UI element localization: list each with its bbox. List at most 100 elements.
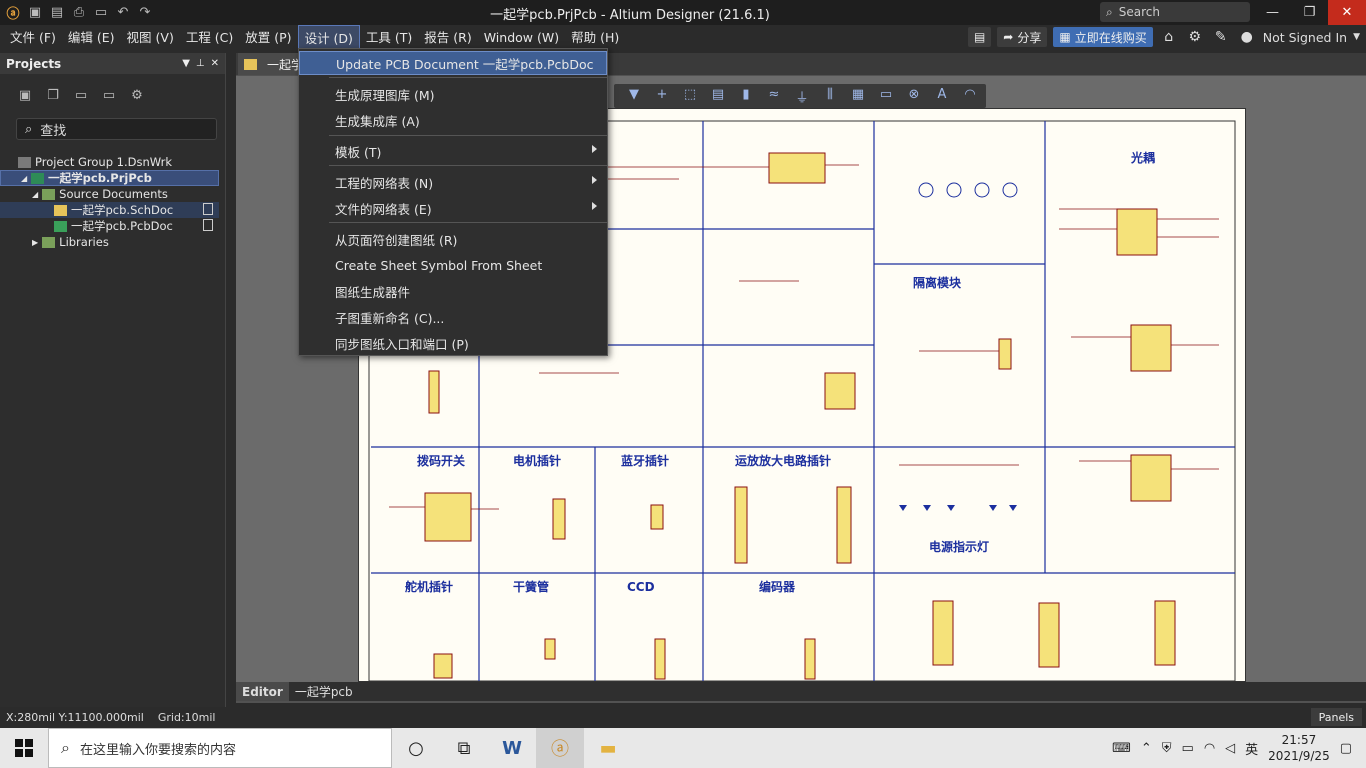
tree-item-schdoc[interactable]: 一起学pcb.SchDoc: [0, 202, 219, 218]
part-icon[interactable]: ▮: [742, 87, 750, 102]
user-status[interactable]: Not Signed In: [1262, 29, 1348, 45]
tree-label: 一起学pcb.SchDoc: [71, 203, 174, 217]
save-project-icon[interactable]: ▣: [18, 88, 32, 103]
cart-icon: ▦: [1059, 30, 1071, 44]
start-button[interactable]: [0, 728, 48, 768]
chevron-down-icon[interactable]: ▼: [1353, 32, 1360, 42]
wifi-icon[interactable]: ◠: [1203, 740, 1216, 756]
home-icon[interactable]: ⌂: [1164, 29, 1174, 45]
status-bar: X:280mil Y:11100.000mil Grid:10mil: [0, 707, 1366, 728]
keyboard-icon[interactable]: ⌨: [1112, 740, 1131, 756]
tree-item-pcbdoc[interactable]: 一起学pcb.PcbDoc: [0, 218, 219, 234]
copy-icon[interactable]: ❐: [47, 88, 59, 103]
menu-item-8[interactable]: Window (W): [483, 30, 560, 45]
comment-icon: ▤: [973, 30, 986, 44]
file-explorer-icon[interactable]: ▬: [599, 737, 617, 759]
user-icon[interactable]: ●: [1240, 29, 1253, 45]
battery-icon[interactable]: ▭: [1181, 740, 1194, 756]
print-icon[interactable]: ⎙: [73, 5, 85, 20]
design-menu-item-9[interactable]: 子图重新命名 (C)...: [299, 305, 607, 329]
menu-item-5[interactable]: 设计 (D): [297, 25, 360, 50]
close-icon[interactable]: ✕: [1328, 0, 1366, 25]
taskbar-search-box[interactable]: ⌕ 在这里输入你要搜索的内容: [48, 728, 392, 768]
altium-taskbar-icon[interactable]: ⓐ: [536, 728, 584, 768]
tree-item-libraries[interactable]: ▶ Libraries: [0, 234, 225, 250]
search-placeholder: 查找: [40, 123, 67, 139]
comment-button[interactable]: ▤: [967, 27, 992, 47]
chevron-up-icon[interactable]: ⌃: [1140, 740, 1152, 756]
redo-icon[interactable]: ↷: [139, 5, 151, 20]
menu-item-2[interactable]: 视图 (V): [126, 30, 174, 45]
design-menu-item-0[interactable]: Update PCB Document 一起学pcb.PcbDoc: [299, 51, 607, 75]
select-icon[interactable]: ⬚: [683, 87, 697, 102]
menu-separator: [329, 222, 607, 223]
save-all-icon[interactable]: ▤: [50, 5, 64, 20]
tree-label: Libraries: [59, 235, 109, 249]
word-icon[interactable]: W: [502, 737, 522, 759]
bus-icon[interactable]: ⫼: [827, 87, 833, 102]
filter-icon[interactable]: ▼: [629, 87, 639, 102]
wire-icon[interactable]: ≈: [768, 87, 780, 102]
document-bottom-tab[interactable]: 一起学pcb: [294, 685, 353, 699]
design-menu-item-1[interactable]: 生成原理图库 (M): [299, 82, 607, 106]
minimize-icon[interactable]: —: [1266, 5, 1279, 20]
menu-item-7[interactable]: 报告 (R): [424, 30, 472, 45]
tree-item-project[interactable]: ◢一起学pcb.PrjPcb: [0, 170, 219, 186]
volume-icon[interactable]: ◁: [1225, 740, 1236, 756]
port-icon[interactable]: ▭: [879, 87, 893, 102]
design-menu-item-6[interactable]: 从页面符创建图纸 (R): [299, 227, 607, 251]
design-menu-item-8[interactable]: 图纸生成器件: [299, 279, 607, 303]
cortana-icon[interactable]: ○: [408, 737, 424, 759]
panel-close-icon[interactable]: ✕: [210, 58, 219, 69]
tree-item-source-documents[interactable]: ◢Source Documents: [0, 186, 225, 202]
menu-item-0[interactable]: 文件 (F): [10, 30, 56, 45]
security-icon[interactable]: ⛨: [1161, 740, 1172, 756]
project-search-input[interactable]: ⌕ 查找: [16, 118, 217, 140]
restore-icon[interactable]: ❐: [1303, 5, 1316, 20]
buy-online-button[interactable]: ▦立即在线购买: [1053, 27, 1153, 47]
folder-settings-icon[interactable]: ▭: [102, 88, 116, 103]
notification-center-icon[interactable]: ▢: [1339, 740, 1352, 756]
arc-icon[interactable]: ◠: [964, 87, 976, 102]
menu-item-3[interactable]: 工程 (C): [185, 30, 234, 45]
menu-item-4[interactable]: 放置 (P): [245, 30, 292, 45]
design-menu-item-4[interactable]: 工程的网络表 (N): [299, 170, 607, 194]
directive-icon[interactable]: ⊗: [908, 87, 920, 102]
menu-item-9[interactable]: 帮助 (H): [571, 30, 620, 45]
system-clock[interactable]: 21:57 2021/9/25: [1268, 732, 1330, 764]
panels-button[interactable]: Panels: [1310, 708, 1362, 726]
panel-menu-icon[interactable]: ▼: [182, 58, 190, 69]
global-search[interactable]: ⌕ Search: [1100, 2, 1250, 22]
expand-icon[interactable]: ◢: [21, 173, 28, 183]
task-view-icon[interactable]: ⧉: [457, 737, 471, 759]
power-port-icon[interactable]: ⏚: [795, 91, 809, 106]
pcb-doc-icon: [54, 220, 67, 232]
expand-icon[interactable]: ▶: [32, 237, 39, 247]
design-menu-item-2[interactable]: 生成集成库 (A): [299, 108, 607, 132]
design-menu-item-3[interactable]: 模板 (T): [299, 139, 607, 163]
text-icon[interactable]: A: [937, 87, 947, 102]
menu-item-6[interactable]: 工具 (T): [365, 30, 413, 45]
sheet-symbol-icon[interactable]: ▦: [851, 87, 865, 102]
ime-indicator[interactable]: 英: [1245, 742, 1259, 758]
design-menu-item-10[interactable]: 同步图纸入口和端口 (P): [299, 331, 607, 355]
pin-icon[interactable]: ⊥: [195, 58, 205, 69]
align-icon[interactable]: ▤: [711, 87, 725, 102]
folder-open-icon[interactable]: ▭: [74, 88, 88, 103]
design-menu-item-7[interactable]: Create Sheet Symbol From Sheet: [299, 253, 607, 277]
gear-icon[interactable]: ⚙: [131, 88, 143, 103]
move-icon[interactable]: +: [656, 87, 668, 102]
undo-icon[interactable]: ↶: [117, 5, 129, 20]
design-menu-item-5[interactable]: 文件的网络表 (E): [299, 196, 607, 220]
save-icon[interactable]: ▣: [28, 5, 42, 20]
design-menu-dropdown: Update PCB Document 一起学pcb.PcbDoc 生成原理图库 …: [298, 48, 608, 356]
gear-icon[interactable]: ⚙: [1188, 29, 1201, 45]
menu-item-1[interactable]: 编辑 (E): [67, 30, 115, 45]
open-icon[interactable]: ▭: [94, 5, 108, 20]
tree-item-group[interactable]: Project Group 1.DsnWrk: [0, 154, 225, 170]
share-button[interactable]: ➦分享: [997, 27, 1048, 47]
search-icon: ⌕: [1106, 4, 1113, 19]
editor-tab[interactable]: Editor: [236, 682, 289, 701]
notifications-icon[interactable]: ✎: [1214, 29, 1227, 45]
expand-icon[interactable]: ◢: [32, 189, 39, 199]
